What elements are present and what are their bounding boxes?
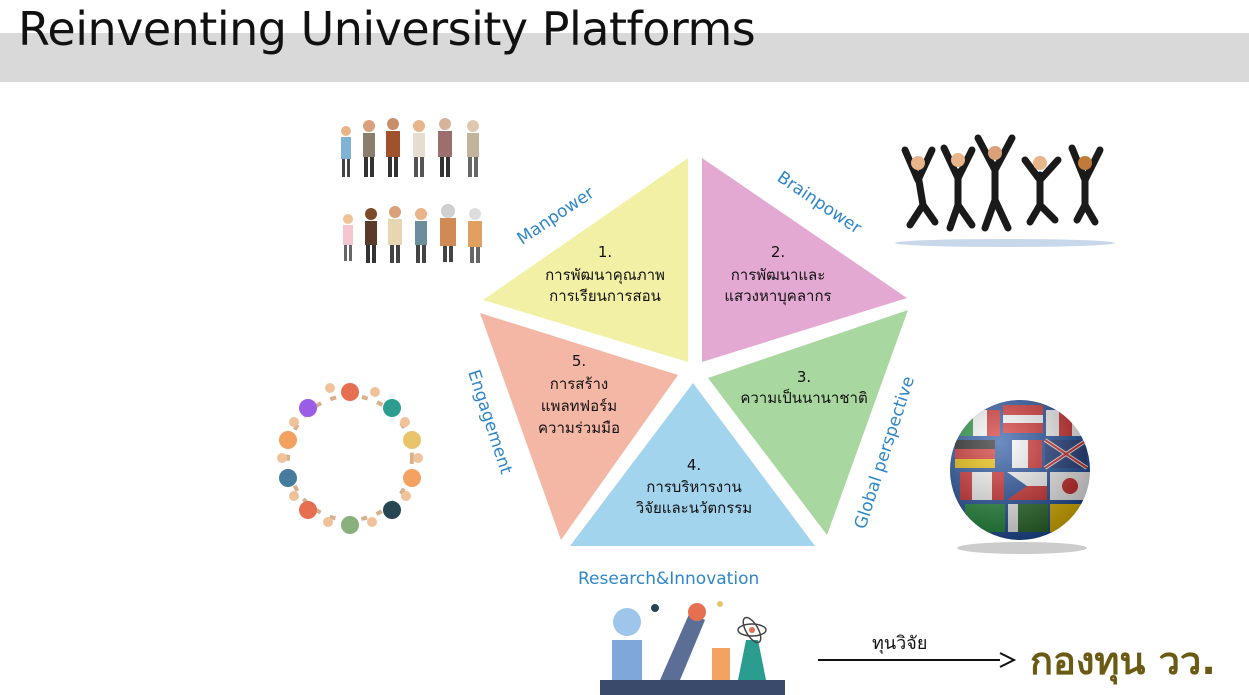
brainpower-jumping-people-illustration <box>895 134 1115 247</box>
segment-2-shape <box>702 158 907 362</box>
global-flag-globe-illustration <box>950 400 1090 554</box>
segment-3: 3. ความเป็นนานาชาติ <box>708 310 908 535</box>
segment-5: 5. การสร้าง แพลทฟอร์ม ความร่วมมือ <box>480 313 678 540</box>
segment-5-number: 5. <box>572 352 586 370</box>
segment-1-shape <box>483 158 688 362</box>
segment-1: 1. การพัฒนาคุณภาพ การเรียนการสอน <box>483 158 688 362</box>
segment-2-line-1: การพัฒนาและ <box>731 266 826 284</box>
funding-arrow <box>818 652 1017 668</box>
segment-2-line-2: แสวงหาบุคลากร <box>724 287 831 306</box>
segment-4-number: 4. <box>687 456 701 474</box>
title-band <box>0 33 1249 82</box>
segment-3-line-1: ความเป็นนานาชาติ <box>740 388 867 407</box>
segment-1-line-1: การพัฒนาคุณภาพ <box>545 266 665 285</box>
segment-4-line-2: วิจัยและนวัตกรรม <box>635 499 752 517</box>
funding-arrow-label: ทุนวิจัย <box>872 633 928 654</box>
segment-5-line-3: ความร่วมมือ <box>538 419 620 437</box>
segment-4-line-1: การบริหารงาน <box>646 478 742 496</box>
engagement-circle-of-people-illustration <box>277 383 423 534</box>
segment-2: 2. การพัฒนาและ แสวงหาบุคลากร <box>702 158 907 362</box>
segment-2-number: 2. <box>771 243 785 261</box>
slide-title: Reinventing University Platforms <box>18 2 756 56</box>
segment-4-shape <box>570 383 815 546</box>
label-research-innovation: Research&Innovation <box>578 569 759 589</box>
segment-1-line-2: การเรียนการสอน <box>549 287 661 305</box>
segment-3-shape <box>708 310 908 535</box>
segment-5-line-2: แพลทฟอร์ม <box>541 397 617 415</box>
segment-3-number: 3. <box>797 368 811 386</box>
segment-5-line-1: การสร้าง <box>550 375 609 393</box>
segment-5-shape <box>480 313 678 540</box>
segment-4: 4. การบริหารงาน วิจัยและนวัตกรรม <box>570 383 815 546</box>
segment-1-number: 1. <box>598 243 612 261</box>
manpower-people-illustration <box>341 118 482 263</box>
funding-target-label: กองทุน วว. <box>1030 639 1216 683</box>
research-lab-equipment-illustration <box>600 601 785 695</box>
